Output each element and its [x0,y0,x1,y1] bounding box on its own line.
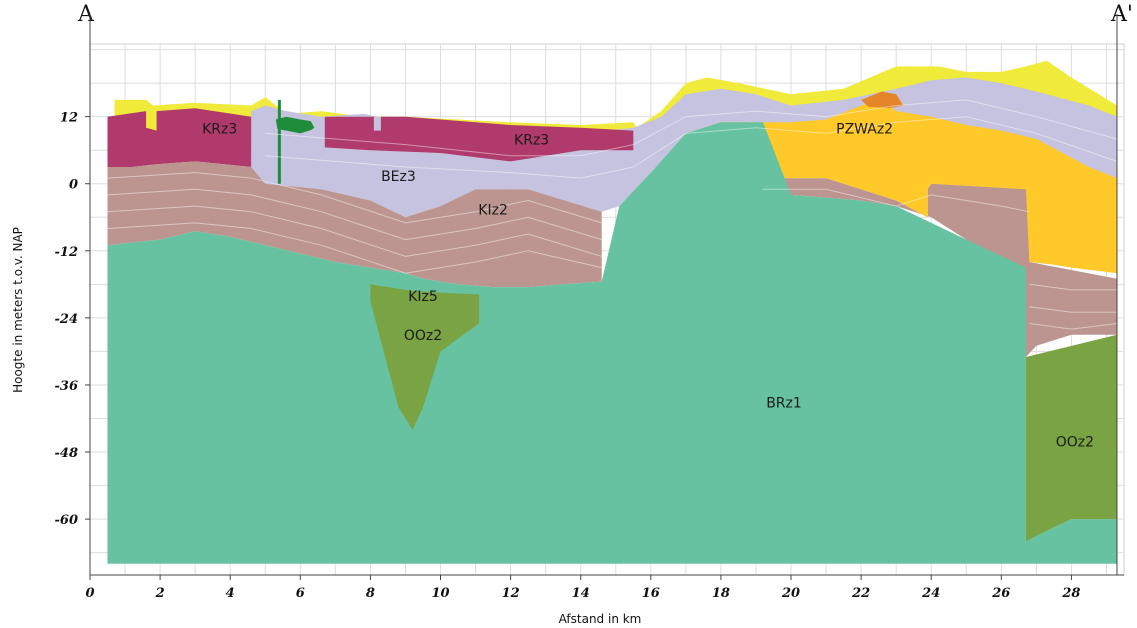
y-tick-label: -48 [55,446,79,461]
green-patch [275,116,315,134]
layer-line [1029,306,1117,313]
layer-internal-lines [107,99,1118,330]
x-tick-label: 14 [572,586,590,601]
unit-label-kiz2: KIz2 [478,202,508,218]
layer-line [265,116,1118,179]
y-tick-label: 0 [69,178,78,193]
layer-PZWAz2 [763,99,1117,274]
unit-label-pzwaz2: PZWAz2 [836,121,893,137]
unit-label-krz3: KRz3 [202,121,237,137]
green-patch-stem [277,99,281,184]
x-axis-label: Afstand in km [559,612,642,626]
y-tick-label: -24 [55,312,79,327]
layer-OOz2 [1025,334,1117,542]
x-tick-label: 24 [921,586,940,601]
axes [89,14,1124,576]
x-tick-label: 6 [296,586,305,601]
layer-line [107,222,602,274]
unit-label-brz1: BRz1 [766,395,802,411]
y-tick-label: -36 [55,379,79,394]
x-tick-label: 28 [1061,586,1080,601]
x-tick-label: 0 [85,586,94,601]
x-tick-label: 10 [431,586,449,601]
layer-line [265,99,1118,157]
corner-label-a-prime: A' [1111,2,1133,27]
layer-orange-bump [861,91,904,109]
unit-label-kiz5: KIz5 [408,289,438,305]
y-tick-label: -60 [55,513,79,528]
x-tick-label: 2 [155,586,165,601]
layer-KIz-left [107,161,602,288]
unit-label-bez3: BEz3 [381,169,416,185]
layer-line [1029,323,1118,330]
layer-line [107,172,602,224]
y-tick-label: -12 [55,245,79,260]
y-axis-label: Hoogte in meters t.o.v. NAP [11,227,25,393]
y-tick-labels: 12 0 -12 -24 -36 -48 -60 [55,111,90,528]
x-tick-label: 8 [366,586,375,601]
layer-line [763,188,1030,213]
x-tick-label: 22 [851,586,870,601]
x-tick-label: 20 [781,586,800,601]
geology-layers [107,60,1117,564]
x-tick-label: 26 [991,586,1010,601]
unit-label-ooz2: OOz2 [404,328,442,344]
layer-OOz2 [370,284,480,430]
layer-KRz3-right [324,116,634,162]
layer-line [107,205,602,257]
y-tick-label: 12 [60,111,78,126]
layer-KRz3-left [107,108,252,167]
layer-line [107,188,602,241]
x-tick-label: 18 [712,586,730,601]
unit-label-ooz2: OOz2 [1056,434,1094,450]
x-tick-label: 12 [502,586,520,601]
x-tick-label: 4 [226,586,235,601]
layer-BRz1 [107,122,1117,564]
layer-line [1029,283,1117,291]
unit-label-krz3: KRz3 [514,133,549,149]
x-tick-label: 16 [642,586,660,601]
